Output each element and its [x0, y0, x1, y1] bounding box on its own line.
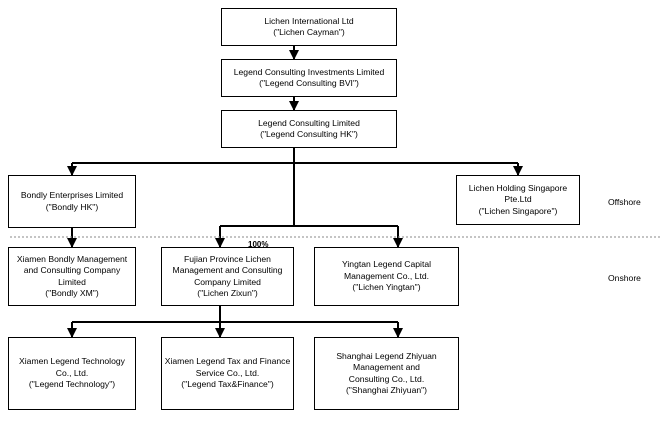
node-legend-technology-name: Xiamen Legend Technology: [19, 356, 125, 367]
node-legend-tax-name-2: Service Co., Ltd.: [195, 367, 260, 378]
node-lichen-cayman-alias: ("Lichen Cayman"): [273, 27, 345, 37]
node-legend-hk-name: Legend Consulting Limited: [258, 117, 360, 128]
node-shanghai-zhiyuan: Shanghai Legend Zhiyuan Management and C…: [314, 337, 459, 410]
node-shanghai-zhiyuan-alias: ("Shanghai Zhiyuan"): [345, 385, 428, 395]
node-lichen-singapore-name: Lichen Holding Singapore: [468, 182, 568, 193]
node-lichen-singapore-name-2: Pte.Ltd: [504, 194, 532, 205]
node-bondly-xm-alias: ("Bondly XM"): [45, 288, 99, 298]
node-legend-bvi-alias: ("Legend Consulting BVI"): [259, 78, 359, 88]
node-legend-hk-alias: ("Legend Consulting HK"): [260, 129, 358, 139]
node-lichen-yingtan: Yingtan Legend Capital Management Co., L…: [314, 247, 459, 306]
node-lichen-zixun: Fujian Province Lichen Management and Co…: [161, 247, 294, 306]
node-lichen-yingtan-name-2: Management Co., Ltd.: [343, 270, 430, 281]
node-lichen-zixun-alias: ("Lichen Zixun"): [197, 288, 258, 298]
node-shanghai-zhiyuan-name-2: Management and: [353, 362, 420, 372]
node-legend-tax-name: Xiamen Legend Tax and Finance: [164, 356, 291, 367]
node-lichen-cayman-name: Lichen International Ltd: [264, 15, 354, 26]
node-lichen-yingtan-name: Yingtan Legend Capital: [341, 259, 432, 270]
node-lichen-yingtan-alias: ("Lichen Yingtan"): [352, 282, 421, 293]
node-lichen-singapore: Lichen Holding Singapore Pte.Ltd ("Liche…: [456, 175, 580, 225]
node-bondly-xm-name: Xiamen Bondly Management: [16, 253, 128, 264]
label-ownership-pct: 100%: [248, 240, 269, 249]
node-bondly-hk-name: Bondly Enterprises Limited: [20, 190, 124, 200]
node-bondly-xm-name-2: and Consulting Company: [23, 265, 121, 275]
node-lichen-cayman: Lichen International Ltd ("Lichen Cayman…: [221, 8, 397, 46]
node-legend-technology-alias: ("Legend Technology"): [28, 379, 116, 390]
label-onshore: Onshore: [608, 273, 641, 283]
node-lichen-zixun-name: Fujian Province Lichen: [184, 253, 271, 264]
node-legend-bvi-name: Legend Consulting Investments Limited: [233, 66, 385, 77]
node-legend-technology: Xiamen Legend Technology Co., Ltd. ("Leg…: [8, 337, 136, 410]
node-legend-technology-name-2: Co., Ltd.: [55, 367, 89, 378]
node-legend-tax: Xiamen Legend Tax and Finance Service Co…: [161, 337, 294, 410]
node-lichen-zixun-name-2: Management and Consulting: [172, 265, 283, 275]
node-lichen-zixun-name-3: Company Limited: [194, 276, 261, 287]
node-bondly-hk-alias: ("Bondly HK"): [45, 201, 99, 212]
node-shanghai-zhiyuan-name-3: Consulting Co., Ltd.: [348, 373, 425, 384]
node-shanghai-zhiyuan-name: Shanghai Legend Zhiyuan: [336, 350, 437, 361]
node-bondly-xm: Xiamen Bondly Management and Consulting …: [8, 247, 136, 306]
node-bondly-xm-name-3: Limited: [58, 276, 86, 287]
node-lichen-singapore-alias: ("Lichen Singapore"): [478, 205, 558, 216]
node-legend-bvi: Legend Consulting Investments Limited ("…: [221, 59, 397, 97]
node-bondly-hk: Bondly Enterprises Limited ("Bondly HK"): [8, 175, 136, 228]
node-legend-tax-alias: ("Legend Tax&Finance"): [181, 379, 274, 390]
label-offshore: Offshore: [608, 197, 641, 207]
node-legend-hk: Legend Consulting Limited ("Legend Consu…: [221, 110, 397, 148]
